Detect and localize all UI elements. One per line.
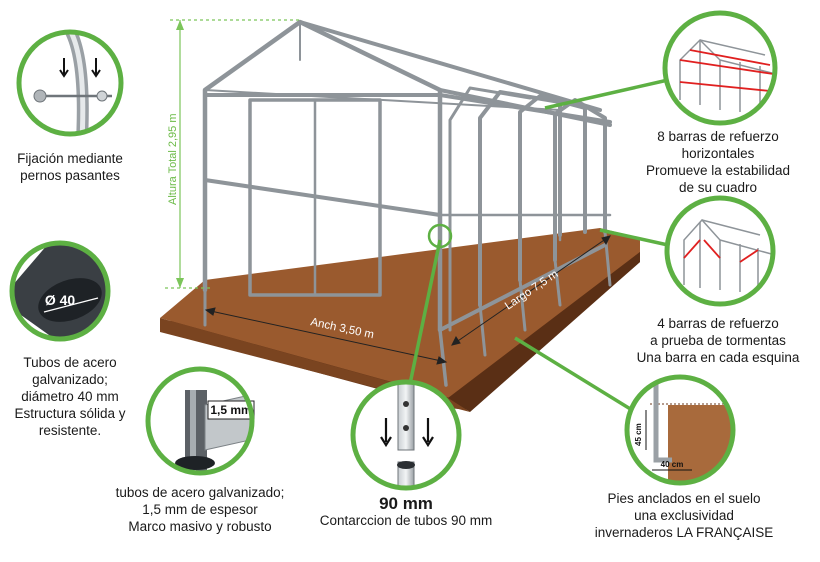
thickness-detail-circle: 1,5 mm xyxy=(145,366,255,476)
callout-lines xyxy=(408,78,669,412)
greenhouse-frame xyxy=(202,19,612,387)
anchor-detail-circle: 45 cm 40 cm xyxy=(624,374,736,486)
tube-diameter-label: Ø 40 xyxy=(45,292,76,308)
anchors-caption: Pies anclados en el suelo una exclusivid… xyxy=(594,491,774,540)
storm-bars-caption: 4 barras de refuerzo a prueba de torment… xyxy=(636,316,800,365)
anchor-height-label: 45 cm xyxy=(634,423,643,446)
horizontal-bars-caption: 8 barras de refuerzo horizontales Promue… xyxy=(645,129,791,195)
storm-bars-circle xyxy=(664,195,776,307)
height-dimension xyxy=(165,19,300,289)
connection-title: 90 mm xyxy=(379,494,433,513)
thickness-caption: tubos de acero galvanizado; 1,5 mm de es… xyxy=(115,485,285,534)
dimension-lines xyxy=(204,235,611,365)
bolts-caption: Fijación mediante pernos pasantes xyxy=(17,151,123,183)
tube-diameter-circle: Ø 40 xyxy=(9,240,111,342)
connection-detail-circle xyxy=(350,379,462,491)
anchor-width-label: 40 cm xyxy=(661,460,684,469)
bolts-detail-circle xyxy=(16,29,124,137)
tubes-caption: Tubos de acero galvanizado; diámetro 40 … xyxy=(14,355,126,438)
thickness-label: 1,5 mm xyxy=(210,403,251,417)
height-label: Altura Total 2,95 m xyxy=(167,113,179,205)
horizontal-bars-circle xyxy=(662,10,778,126)
connection-caption: 90 mm Contarccion de tubos 90 mm xyxy=(300,495,512,529)
